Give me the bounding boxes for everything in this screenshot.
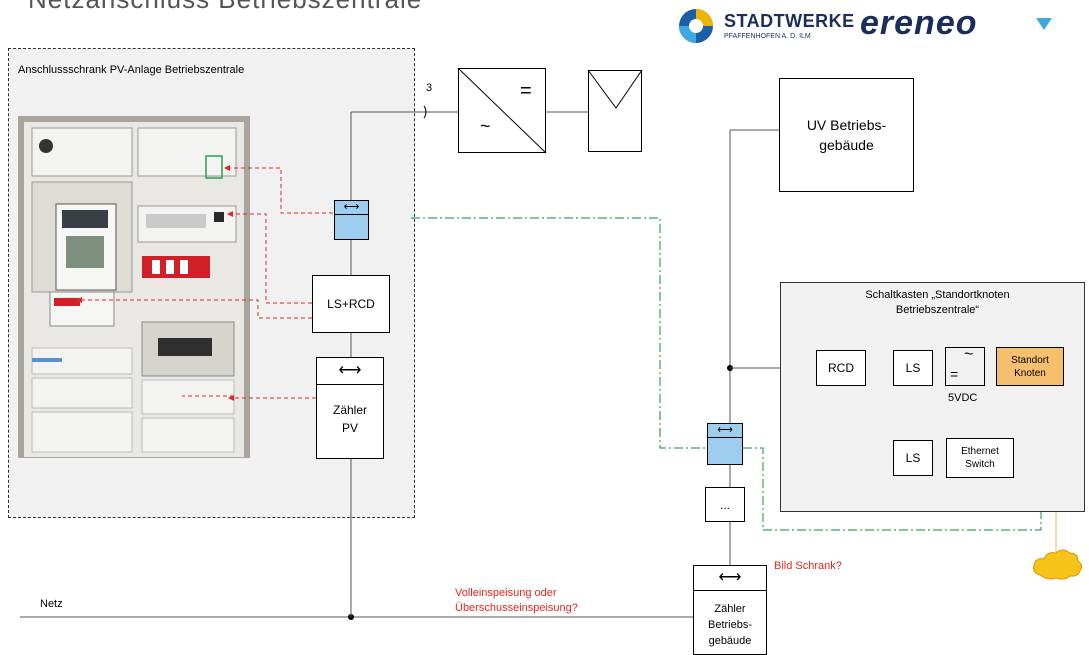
psu-dc-symbol: = — [950, 366, 959, 382]
stadtwerke-logo: STADTWERKE PFAFFENHOFEN A. D. ILM — [676, 6, 854, 46]
red-arrow-1 — [226, 167, 333, 214]
ereneo-logo-triangle-icon — [1036, 18, 1052, 30]
communication-line — [411, 217, 707, 449]
switchbox-ls-1: LS — [893, 350, 933, 386]
ethernet-switch-box: Ethernet Switch — [946, 438, 1014, 478]
red-arrow-2 — [229, 213, 312, 304]
stadtwerke-logo-subtext: PFAFFENHOFEN A. D. ILM — [724, 33, 811, 40]
netz-label: Netz — [40, 598, 63, 610]
inverter-dc-symbol: = — [520, 80, 532, 102]
einspeisung-question: Volleinspeisung oder Überschusseinspeisu… — [455, 587, 578, 614]
cabinet-photo — [18, 116, 250, 458]
stadtwerke-logo-text: STADTWERKE — [724, 11, 855, 31]
cabinet-photo-drawing — [18, 116, 250, 458]
inverter-ac-symbol: ~ — [480, 116, 491, 136]
pv-communication-module: ⟷ — [334, 200, 369, 240]
ls-rcd-box: LS+RCD — [312, 275, 390, 333]
network-cloud-icon — [1033, 549, 1083, 580]
meter-building-box: ⟷ Zähler Betriebs-gebäude — [693, 565, 767, 655]
building-module-arrow-icon: ⟷ — [708, 424, 742, 438]
switchbox-title: Schaltkasten „Standortknoten Betriebszen… — [865, 289, 1010, 316]
ereneo-logo-text: ereneo — [860, 4, 978, 42]
three-phase-tick — [423, 105, 427, 119]
meter-pv-arrow-icon: ⟷ — [317, 358, 383, 385]
inverter-diagonal — [457, 67, 547, 154]
switchbox-psu — [945, 347, 985, 386]
red-arrow-4 — [182, 395, 316, 399]
meter-building-label: Zähler Betriebs-gebäude — [707, 603, 753, 647]
meter-pv-box: ⟷ Zähler PV — [316, 357, 384, 459]
switchbox-rcd: RCD — [816, 350, 866, 386]
pv-module-arrow-icon: ⟷ — [335, 201, 368, 215]
psu-ac-symbol: ~ — [964, 346, 974, 363]
ereneo-logo: ereneo — [860, 4, 1052, 43]
solar-panel-icon — [587, 69, 643, 109]
standort-knoten-box: Standort Knoten — [996, 347, 1064, 386]
meter-building-arrow-icon: ⟷ — [694, 566, 766, 591]
unknown-device-box: ... — [705, 487, 745, 522]
page-title: Netzanschluss Betriebszentrale — [28, 0, 422, 15]
bild-schrank-question: Bild Schrank? — [774, 560, 842, 572]
wire-count-label: 3 — [426, 82, 433, 94]
uv-building-box: UV Betriebs-gebäude — [779, 78, 914, 192]
solar-panel-box — [588, 70, 642, 152]
switchbox-ls-2: LS — [893, 440, 933, 476]
meter-pv-label: Zähler PV — [332, 403, 367, 435]
building-communication-module: ⟷ — [707, 423, 743, 465]
psu-voltage-label: 5VDC — [948, 392, 978, 404]
inverter-box — [458, 68, 546, 153]
cabinet-label: Anschlussschrank PV-Anlage Betriebszentr… — [18, 64, 245, 76]
uv-building-label: UV Betriebs-gebäude — [806, 117, 887, 153]
red-arrow-3 — [80, 299, 312, 319]
stadtwerke-logo-icon — [679, 9, 713, 43]
